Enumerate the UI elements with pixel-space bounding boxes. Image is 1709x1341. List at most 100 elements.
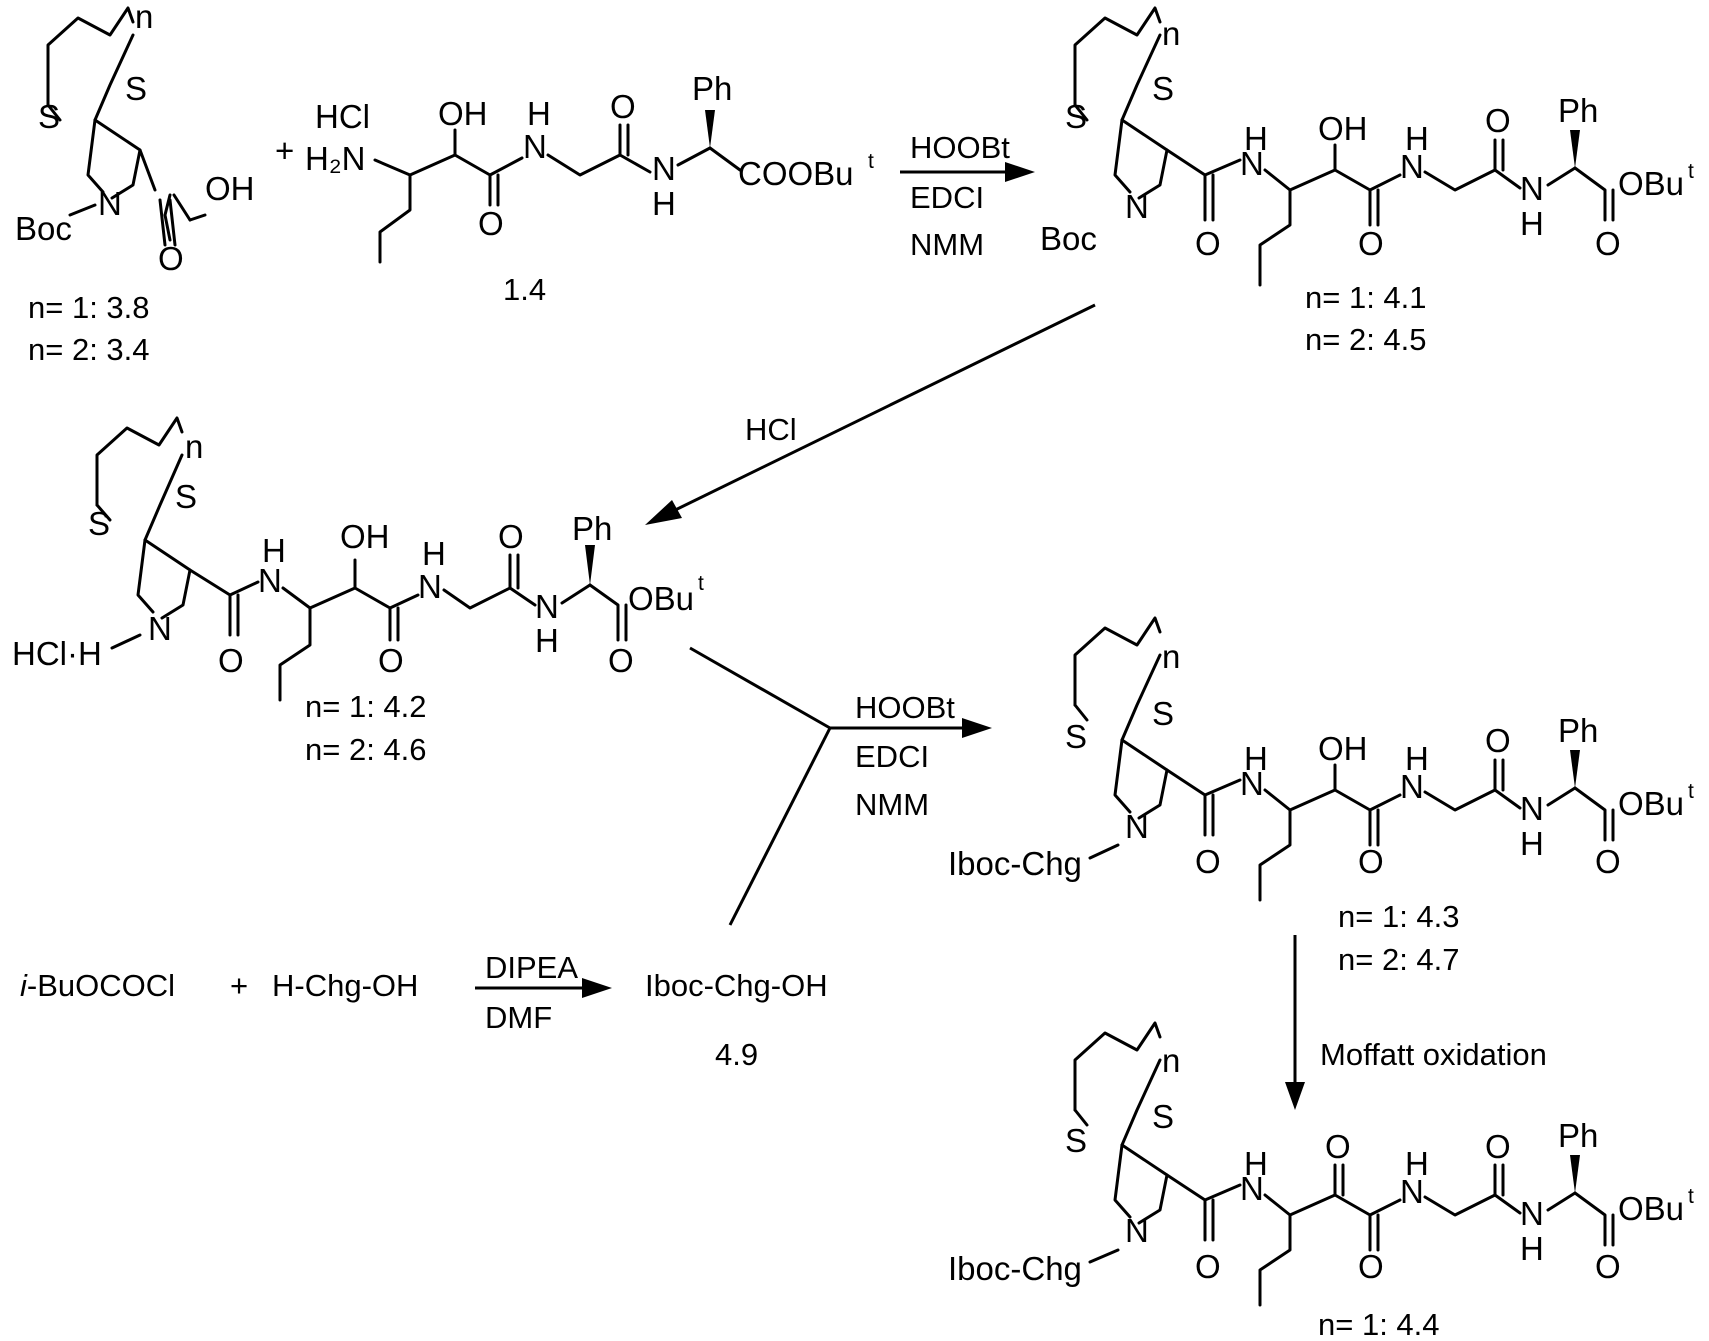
- atom-o: O: [610, 88, 636, 125]
- compound-label-4-7: n= 2: 4.7: [1338, 942, 1460, 977]
- atom-o: O: [218, 642, 244, 679]
- atom-h: H: [262, 532, 286, 569]
- tert-superscript: t: [1688, 160, 1694, 183]
- reagent-edci: EDCI: [910, 180, 984, 215]
- atom-o: O: [1195, 843, 1221, 880]
- atom-h: H: [527, 95, 551, 132]
- ring-index-n: n: [135, 0, 153, 35]
- compound-label-3-8: n= 1: 3.8: [28, 290, 150, 325]
- atom-h: H: [1520, 205, 1544, 242]
- atom-o: O: [1325, 1128, 1351, 1165]
- compound-label-4-6: n= 2: 4.6: [305, 732, 427, 767]
- atom-s: S: [1152, 1098, 1174, 1135]
- atom-o: O: [1595, 843, 1621, 880]
- plus-sign: +: [230, 968, 248, 1003]
- phenyl-group: Ph: [692, 70, 732, 107]
- compound-4-3-structure: S S n N Iboc-Chg O N H OH O N H O N H Ph…: [948, 618, 1694, 977]
- atom-h: H: [1405, 1145, 1429, 1182]
- ester-cooBu: COOBu: [738, 155, 854, 192]
- atom-n: N: [418, 568, 442, 605]
- reagent-edci: EDCI: [855, 739, 929, 774]
- atom-oh: OH: [1318, 110, 1368, 147]
- reagent-dmf: DMF: [485, 1000, 552, 1035]
- ring-index-n: n: [185, 428, 203, 465]
- reaction-arrow-step-1: HOOBt EDCI NMM: [900, 130, 1035, 262]
- compound-3-8-structure: S S n N Boc OH O n= 1: 3.8 n= 2: 3.4: [15, 0, 255, 367]
- atom-o: O: [608, 642, 634, 679]
- atom-n: N: [1125, 188, 1149, 225]
- atom-n: N: [652, 150, 676, 187]
- atom-h: H: [1244, 120, 1268, 157]
- compound-4-1-structure: S S n N Boc O N H OH O N H O N H Ph O OB…: [1040, 8, 1694, 357]
- compound-label-4-1: n= 1: 4.1: [1305, 280, 1427, 315]
- reactant-isobutyl-chloroformate: i-BuOCOCl: [20, 968, 175, 1003]
- ring-index-n: n: [1162, 1042, 1180, 1079]
- phenyl-group: Ph: [1558, 1117, 1598, 1154]
- atom-oh: OH: [438, 95, 488, 132]
- atom-o: O: [1595, 225, 1621, 262]
- atom-o: O: [1485, 102, 1511, 139]
- atom-n: N: [148, 610, 172, 647]
- iboc-chg-group: Iboc-Chg: [948, 1250, 1082, 1287]
- atom-n: N: [523, 128, 547, 165]
- compound-label-4-9: 4.9: [715, 1037, 758, 1072]
- atom-o: O: [1195, 1248, 1221, 1285]
- reagent-hoobt: HOOBt: [910, 130, 1010, 165]
- compound-label-4-2: n= 1: 4.2: [305, 689, 427, 724]
- atom-o: O: [1485, 1128, 1511, 1165]
- atom-n: N: [1520, 1195, 1544, 1232]
- phenyl-group: Ph: [572, 510, 612, 547]
- reagent-hcl: HCl: [745, 412, 797, 447]
- compound-label-4-3: n= 1: 4.3: [1338, 899, 1460, 934]
- amine-h2n: H₂N: [305, 140, 365, 177]
- product-iboc-chg-oh: Iboc-Chg-OH: [645, 968, 828, 1003]
- atom-o: O: [158, 240, 184, 277]
- atom-n: N: [98, 185, 122, 222]
- reaction-arrow-step-2: HCl: [645, 305, 1095, 525]
- ester-obu: OBu: [1618, 785, 1684, 822]
- reagent-dipea: DIPEA: [485, 950, 578, 985]
- hcl-salt: HCl: [315, 98, 370, 135]
- atom-h: H: [1244, 1145, 1268, 1182]
- compound-label-4-5: n= 2: 4.5: [1305, 322, 1427, 357]
- atom-s: S: [1065, 98, 1087, 135]
- ester-obu: OBu: [1618, 165, 1684, 202]
- atom-h: H: [1405, 740, 1429, 777]
- tert-superscript: t: [1688, 1185, 1694, 1208]
- atom-o: O: [498, 518, 524, 555]
- hcl-h-salt: HCl·H: [12, 635, 102, 672]
- atom-n: N: [535, 588, 559, 625]
- boc-group: Boc: [15, 210, 72, 247]
- ester-obu: OBu: [1618, 1190, 1684, 1227]
- atom-s: S: [175, 478, 197, 515]
- reagent-nmm: NMM: [910, 227, 984, 262]
- atom-o: O: [1358, 1248, 1384, 1285]
- atom-o: O: [378, 642, 404, 679]
- reagent-nmm: NMM: [855, 787, 929, 822]
- reaction-arrow-step-3: HOOBt EDCI NMM: [690, 648, 992, 925]
- tert-superscript: t: [1688, 780, 1694, 803]
- atom-h: H: [1244, 740, 1268, 777]
- atom-n: N: [1125, 808, 1149, 845]
- compound-label-1-4: 1.4: [503, 272, 546, 307]
- phenyl-group: Ph: [1558, 712, 1598, 749]
- atom-h: H: [1520, 1230, 1544, 1267]
- atom-h: H: [652, 185, 676, 222]
- atom-o: O: [1358, 225, 1384, 262]
- atom-o: O: [478, 205, 504, 242]
- atom-oh: OH: [1318, 730, 1368, 767]
- compound-label-3-4: n= 2: 3.4: [28, 332, 150, 367]
- atom-h: H: [535, 622, 559, 659]
- atom-o: O: [1358, 843, 1384, 880]
- tert-superscript: t: [868, 150, 874, 173]
- reagent-hoobt: HOOBt: [855, 690, 955, 725]
- atom-s: S: [125, 70, 147, 107]
- reactant-h-chg-oh: H-Chg-OH: [272, 968, 418, 1003]
- ring-index-n: n: [1162, 638, 1180, 675]
- atom-oh: OH: [340, 518, 390, 555]
- atom-s: S: [1152, 695, 1174, 732]
- phenyl-group: Ph: [1558, 92, 1598, 129]
- atom-n: N: [1520, 170, 1544, 207]
- atom-oh: OH: [205, 170, 255, 207]
